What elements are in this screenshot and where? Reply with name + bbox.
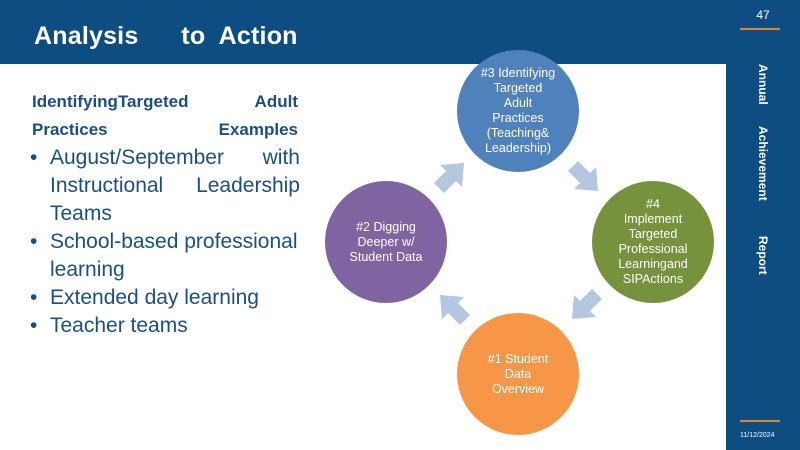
cycle-step-1-label: #1 Student Data Overview — [487, 351, 549, 396]
sidebar-label-annual: Annual — [756, 64, 770, 105]
arrow-icon — [440, 295, 470, 325]
cycle-step-3-label: #3 Identifying Targeted Adult Practices … — [480, 66, 556, 155]
slide-title: Analysis to Action — [34, 22, 298, 50]
list-item: August/September with Instructional Lead… — [30, 144, 300, 228]
examples-list: August/September with Instructional Lead… — [30, 144, 300, 340]
cycle-step-3: #3 Identifying Targeted Adult Practices … — [457, 50, 579, 172]
arrow-icon — [434, 163, 464, 193]
arrow-icon — [572, 289, 602, 319]
cycle-step-4-label: #4 Implement Targeted Professional Learn… — [618, 197, 688, 286]
arrow-icon — [568, 161, 598, 191]
cycle-step-2: #2 Digging Deeper w/ Student Data — [325, 181, 447, 303]
top-accent-rule — [740, 28, 780, 30]
subtitle-line-2: Practices Examples — [32, 120, 298, 139]
title-bar: Analysis to Action — [0, 0, 726, 64]
slide-date: 11/12/2024 — [740, 432, 775, 439]
side-bar: 47 Annual Achievement Report 11/12/2024 — [726, 0, 800, 450]
list-item: Teacher teams — [30, 312, 300, 340]
sidebar-label-achievement: Achievement — [756, 126, 770, 201]
cycle-diagram: #3 Identifying Targeted Adult Practices … — [320, 45, 720, 445]
subtitle-line-1: IdentifyingTargeted Adult — [32, 92, 298, 111]
list-item: School-based professional learning — [30, 228, 300, 284]
sidebar-label-report: Report — [756, 236, 770, 275]
section-subtitle: IdentifyingTargeted Adult Practices Exam… — [32, 88, 298, 144]
page-number: 47 — [756, 8, 770, 22]
cycle-step-1: #1 Student Data Overview — [457, 313, 579, 435]
cycle-step-4: #4 Implement Targeted Professional Learn… — [592, 181, 714, 303]
bottom-accent-rule — [740, 420, 780, 422]
cycle-step-2-label: #2 Digging Deeper w/ Student Data — [349, 219, 423, 264]
list-item: Extended day learning — [30, 284, 300, 312]
